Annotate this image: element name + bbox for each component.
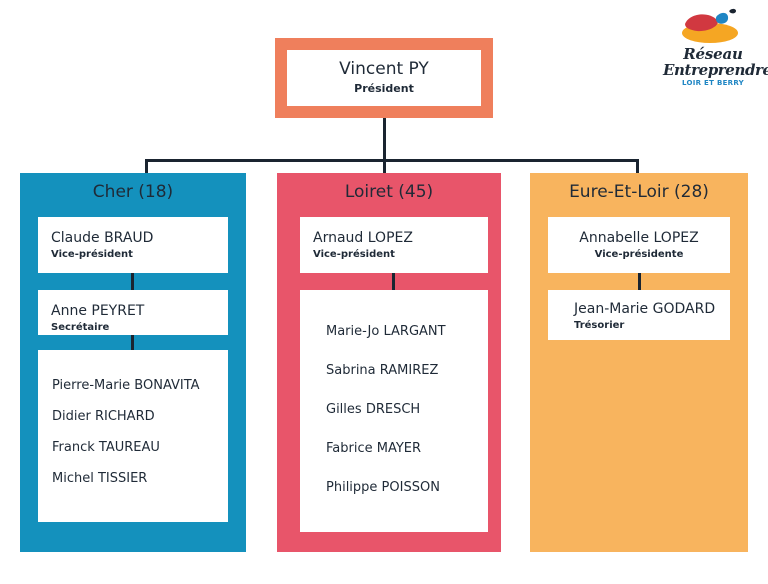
card-name: Anne PEYRET	[51, 303, 145, 319]
card-eure-vice-president[interactable]: Annabelle LOPEZ Vice-présidente	[548, 217, 730, 273]
logo-mark-icon	[663, 6, 763, 46]
card-cher-secretary[interactable]: Anne PEYRET Secrétaire	[38, 290, 228, 335]
president-card: Vincent PY Président	[287, 50, 481, 106]
president-name: Vincent PY	[339, 59, 429, 79]
member-list-loiret[interactable]: Marie-Jo LARGANT Sabrina RAMIREZ Gilles …	[300, 290, 488, 532]
president-role: Président	[354, 82, 414, 95]
brand-logo: Réseau Entreprendre LOIR ET BERRY	[663, 6, 768, 88]
list-item: Didier RICHARD	[52, 409, 155, 424]
connector-cher-2	[131, 335, 134, 350]
list-item: Fabrice MAYER	[326, 441, 422, 456]
card-cher-vice-president[interactable]: Claude BRAUD Vice-président	[38, 217, 228, 273]
card-role: Vice-président	[313, 249, 395, 260]
list-item: Michel TISSIER	[52, 471, 148, 486]
card-role: Trésorier	[574, 320, 625, 331]
list-item: Franck TAUREAU	[52, 440, 160, 455]
card-name: Claude BRAUD	[51, 230, 154, 246]
column-title-eure-et-loir: Eure-Et-Loir (28)	[569, 182, 709, 202]
logo-line-1: Réseau	[683, 45, 743, 63]
card-eure-treasurer[interactable]: Jean-Marie GODARD Trésorier	[548, 290, 730, 340]
president-node[interactable]: Vincent PY Président	[275, 38, 493, 118]
connector-to-eure	[636, 159, 639, 175]
logo-line-3: LOIR ET BERRY	[681, 79, 745, 87]
list-item: Gilles DRESCH	[326, 402, 421, 417]
list-item: Marie-Jo LARGANT	[326, 324, 446, 339]
list-item: Philippe POISSON	[326, 480, 440, 495]
connector-president-down	[383, 118, 386, 161]
card-role: Vice-présidente	[594, 249, 684, 260]
column-title-cher: Cher (18)	[92, 182, 174, 202]
card-loiret-vice-president[interactable]: Arnaud LOPEZ Vice-président	[300, 217, 488, 273]
connector-eure-1	[638, 273, 641, 290]
list-item: Pierre-Marie BONAVITA	[52, 378, 200, 393]
list-item: Sabrina RAMIREZ	[326, 363, 439, 378]
member-list-cher[interactable]: Pierre-Marie BONAVITA Didier RICHARD Fra…	[38, 350, 228, 522]
logo-line-2: Entreprendre	[663, 61, 768, 79]
connector-to-loiret	[383, 159, 386, 175]
card-role: Secrétaire	[51, 322, 110, 333]
connector-horizontal-bus	[145, 159, 638, 162]
card-name: Jean-Marie GODARD	[574, 301, 716, 317]
column-title-loiret: Loiret (45)	[344, 182, 434, 202]
card-role: Vice-président	[51, 249, 133, 260]
card-name: Annabelle LOPEZ	[579, 230, 699, 246]
card-name: Arnaud LOPEZ	[313, 230, 413, 246]
connector-to-cher	[145, 159, 148, 175]
connector-loiret-1	[392, 273, 395, 290]
connector-cher-1	[131, 273, 134, 290]
